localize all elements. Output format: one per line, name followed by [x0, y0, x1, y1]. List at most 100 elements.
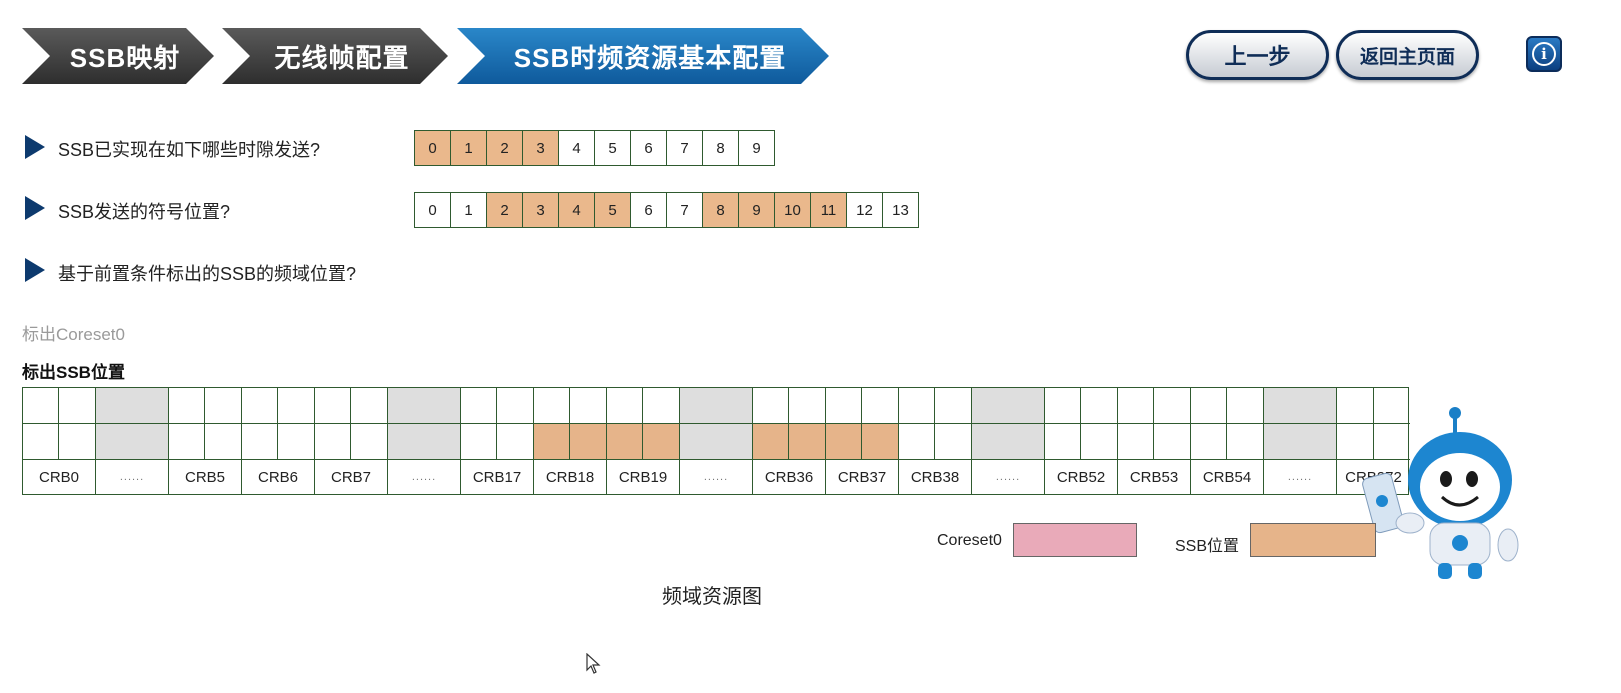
info-button[interactable]: i	[1526, 36, 1562, 72]
slot-cell[interactable]: 0	[415, 193, 451, 227]
grid-cell[interactable]	[497, 424, 533, 460]
grid-cell[interactable]	[1337, 388, 1374, 424]
slot-cell[interactable]: 1	[451, 131, 487, 165]
grid-cell[interactable]	[169, 424, 205, 460]
slot-cell[interactable]: 7	[667, 193, 703, 227]
grid-cell[interactable]	[351, 388, 387, 424]
slot-cell[interactable]: 0	[415, 131, 451, 165]
grid-cell[interactable]	[1373, 424, 1410, 460]
grid-cell[interactable]	[461, 424, 497, 460]
crb-label: CRB52	[1056, 468, 1106, 486]
grid-cell[interactable]	[1337, 424, 1374, 460]
grid-cell[interactable]	[570, 424, 606, 460]
grid-cell[interactable]	[1081, 388, 1117, 424]
slot-cell[interactable]: 13	[883, 193, 918, 227]
grid-cell[interactable]	[643, 424, 679, 460]
crb-column: CRB36	[753, 388, 826, 494]
grid-cell[interactable]	[242, 388, 278, 424]
slot-cell[interactable]: 5	[595, 131, 631, 165]
slot-cell[interactable]: 2	[487, 131, 523, 165]
grid-cell[interactable]	[1081, 424, 1117, 460]
grid-cell[interactable]	[534, 388, 570, 424]
grid-cell[interactable]	[278, 388, 314, 424]
slot-cell[interactable]: 4	[559, 131, 595, 165]
grid-cell[interactable]	[862, 424, 898, 460]
slot-cell[interactable]: 8	[703, 131, 739, 165]
slot-cell[interactable]: 9	[739, 131, 774, 165]
grid-cell[interactable]	[351, 424, 387, 460]
grid-cell[interactable]	[1154, 424, 1190, 460]
mark-ssb-label[interactable]: 标出SSB位置	[22, 363, 125, 382]
prev-step-button[interactable]: 上一步	[1186, 30, 1329, 80]
grid-cell[interactable]	[59, 424, 95, 460]
grid-cell[interactable]	[862, 388, 898, 424]
slot-cell[interactable]: 7	[667, 131, 703, 165]
breadcrumb-step-ssb-mapping[interactable]: SSB映射	[22, 28, 214, 84]
grid-cell[interactable]	[826, 388, 862, 424]
grid-cell[interactable]	[789, 424, 825, 460]
slot-cell[interactable]: 12	[847, 193, 883, 227]
slot-cell[interactable]: 6	[631, 193, 667, 227]
slot-cell[interactable]: 8	[703, 193, 739, 227]
grid-cell[interactable]	[935, 388, 971, 424]
grid-cell[interactable]	[315, 424, 351, 460]
grid-cell[interactable]	[1045, 424, 1081, 460]
slot-cell[interactable]: 11	[811, 193, 847, 227]
grid-cell[interactable]	[899, 424, 935, 460]
slot-cell[interactable]: 9	[739, 193, 775, 227]
grid-cell[interactable]	[1227, 424, 1263, 460]
slot-cell[interactable]: 3	[523, 193, 559, 227]
slot-cell[interactable]: 5	[595, 193, 631, 227]
legend-ssb-swatch	[1250, 523, 1376, 557]
grid-cell[interactable]	[607, 424, 643, 460]
grid-cell[interactable]	[643, 388, 679, 424]
slot-cell[interactable]: 4	[559, 193, 595, 227]
grid-cell[interactable]	[570, 388, 606, 424]
grid-cell[interactable]	[935, 424, 971, 460]
grid-cell[interactable]	[205, 388, 241, 424]
slot-cell[interactable]: 2	[487, 193, 523, 227]
grid-cell[interactable]	[534, 424, 570, 460]
grid-cell[interactable]	[278, 424, 314, 460]
home-button[interactable]: 返回主页面	[1336, 30, 1479, 80]
grid-cell[interactable]	[753, 388, 789, 424]
slot-cell[interactable]: 1	[451, 193, 487, 227]
grid-cell[interactable]	[1045, 388, 1081, 424]
breadcrumb-step-frame-config[interactable]: 无线帧配置	[222, 28, 448, 84]
grid-cell[interactable]	[826, 424, 862, 460]
grid-cell[interactable]	[899, 388, 935, 424]
grid-cell[interactable]	[205, 424, 241, 460]
grid-cell[interactable]	[59, 388, 95, 424]
grid-cell[interactable]	[23, 424, 59, 460]
grid-cell[interactable]	[789, 388, 825, 424]
grid-cell[interactable]	[1118, 388, 1154, 424]
slot-cell[interactable]: 3	[523, 131, 559, 165]
grid-cell-placeholder	[680, 424, 752, 460]
slot-cell[interactable]: 6	[631, 131, 667, 165]
grid-cell[interactable]	[1373, 388, 1410, 424]
grid-cell[interactable]	[607, 388, 643, 424]
grid-cell[interactable]	[169, 388, 205, 424]
crb-gap-label: ......	[995, 471, 1021, 483]
grid-cell[interactable]	[1227, 388, 1263, 424]
grid-cell[interactable]	[1191, 424, 1227, 460]
grid-cell[interactable]	[1191, 388, 1227, 424]
grid-cell[interactable]	[315, 388, 351, 424]
grid-cell-placeholder	[972, 388, 1044, 424]
grid-cell[interactable]	[461, 388, 497, 424]
info-icon: i	[1532, 42, 1556, 66]
crb-label: CRB36	[764, 468, 814, 486]
grid-cell[interactable]	[1154, 388, 1190, 424]
grid-cell[interactable]	[242, 424, 278, 460]
grid-cell[interactable]	[497, 388, 533, 424]
grid-cell[interactable]	[753, 424, 789, 460]
prev-step-label: 上一步	[1224, 44, 1291, 69]
slot-cell[interactable]: 10	[775, 193, 811, 227]
grid-cell[interactable]	[23, 388, 59, 424]
grid-cell-placeholder	[388, 388, 460, 424]
breadcrumb-step-ssb-resource-config[interactable]: SSB时频资源基本配置	[457, 28, 829, 84]
mark-coreset-label[interactable]: 标出Coreset0	[22, 325, 125, 344]
grid-cell[interactable]	[1118, 424, 1154, 460]
crb-label: CRB0	[38, 468, 79, 486]
